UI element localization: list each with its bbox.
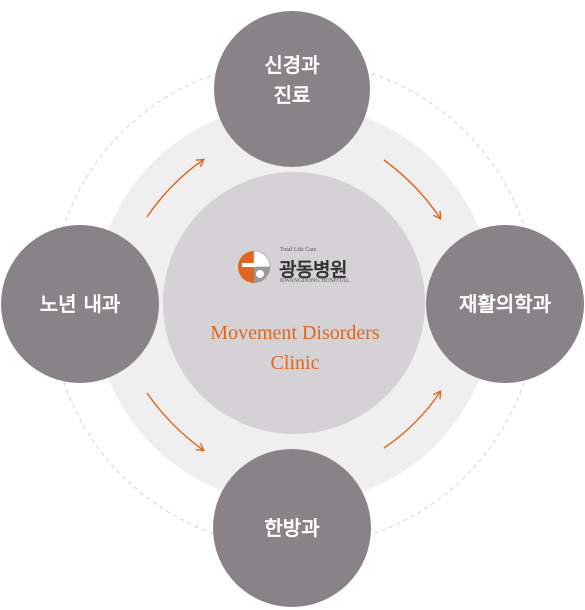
node-top-label: 신경과 진료 (264, 50, 319, 110)
kwangdong-logo-icon (238, 250, 271, 283)
arrow-left-to-bottom (146, 392, 205, 452)
node-top-line1: 신경과 (264, 53, 320, 77)
center-title-line2: Clinic (270, 352, 320, 374)
node-right-label: 재활의학과 (459, 292, 551, 316)
node-left-label: 노년 내과 (39, 292, 121, 316)
hospital-logo: Total Life Care 광동병원 KWANGDONG HOSPITAL (236, 246, 366, 286)
logo-name: 광동병원 (279, 259, 347, 281)
arrow-bottom-to-right (383, 389, 442, 449)
logo-english-name: KWANGDONG HOSPITAL (280, 278, 350, 284)
center-title: Movement Disorders Clinic (210, 318, 379, 378)
node-bottom-label: 한방과 (264, 516, 320, 540)
center-title-line1: Movement Disorders (210, 322, 380, 344)
node-bottom-circle (213, 449, 371, 607)
arrow-left-to-top (146, 158, 205, 218)
node-top-circle (214, 11, 370, 167)
node-left-circle (1, 225, 159, 383)
node-top-line2: 진료 (273, 83, 311, 107)
logo-tagline: Total Life Care (280, 247, 317, 253)
node-right-circle (426, 225, 584, 383)
center-circle (163, 172, 425, 434)
arrow-top-to-right (383, 159, 442, 221)
